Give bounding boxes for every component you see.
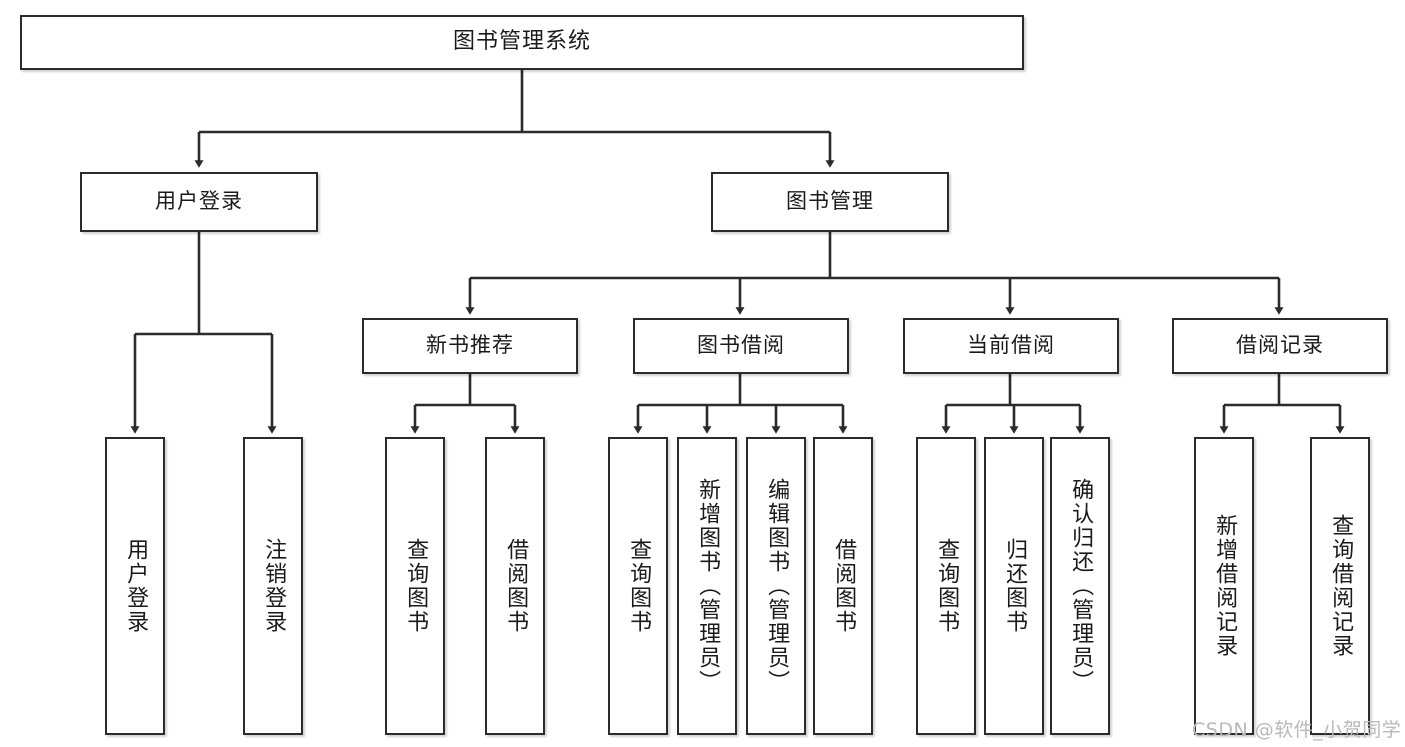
leaf-query-book-3[interactable]: 查询图书 — [916, 437, 976, 735]
leaf-label: 查询图书 — [934, 538, 960, 634]
node-user-login[interactable]: 用户登录 — [80, 172, 318, 232]
leaf-query-book-1[interactable]: 查询图书 — [385, 437, 445, 735]
leaf-label: 借阅图书 — [503, 538, 529, 634]
node-system-root[interactable]: 图书管理系统 — [20, 15, 1024, 70]
csdn-watermark: CSDN @软件_小贺同学 — [1192, 719, 1402, 741]
leaf-borrow-book-1[interactable]: 借阅图书 — [485, 437, 545, 735]
leaf-label: 新增图书（管理员） — [695, 478, 721, 694]
leaf-label: 注销登录 — [261, 538, 287, 634]
node-borrow-record[interactable]: 借阅记录 — [1172, 318, 1388, 374]
leaf-query-book-2[interactable]: 查询图书 — [608, 437, 668, 735]
leaf-add-book-admin[interactable]: 新增图书（管理员） — [677, 437, 737, 735]
leaf-label: 归还图书 — [1002, 538, 1028, 634]
leaf-user-login[interactable]: 用户登录 — [105, 437, 165, 735]
node-book-borrow[interactable]: 图书借阅 — [633, 318, 849, 374]
node-book-management[interactable]: 图书管理 — [711, 172, 949, 232]
leaf-label: 查询借阅记录 — [1328, 514, 1354, 658]
leaf-return-book[interactable]: 归还图书 — [984, 437, 1044, 735]
leaf-query-borrow-record[interactable]: 查询借阅记录 — [1310, 437, 1370, 735]
leaf-label: 查询图书 — [403, 538, 429, 634]
leaf-label: 确认归还（管理员） — [1068, 478, 1094, 694]
leaf-logout-login[interactable]: 注销登录 — [243, 437, 303, 735]
leaf-borrow-book-2[interactable]: 借阅图书 — [813, 437, 873, 735]
node-new-book-recommend[interactable]: 新书推荐 — [362, 318, 578, 374]
leaf-confirm-return-admin[interactable]: 确认归还（管理员） — [1050, 437, 1110, 735]
leaf-label: 编辑图书（管理员） — [764, 478, 790, 694]
leaf-label: 查询图书 — [626, 538, 652, 634]
leaf-label: 借阅图书 — [831, 538, 857, 634]
leaf-label: 用户登录 — [123, 538, 149, 634]
leaf-edit-book-admin[interactable]: 编辑图书（管理员） — [746, 437, 806, 735]
node-current-borrow[interactable]: 当前借阅 — [903, 318, 1119, 374]
leaf-add-borrow-record[interactable]: 新增借阅记录 — [1194, 437, 1254, 735]
leaf-label: 新增借阅记录 — [1212, 514, 1238, 658]
